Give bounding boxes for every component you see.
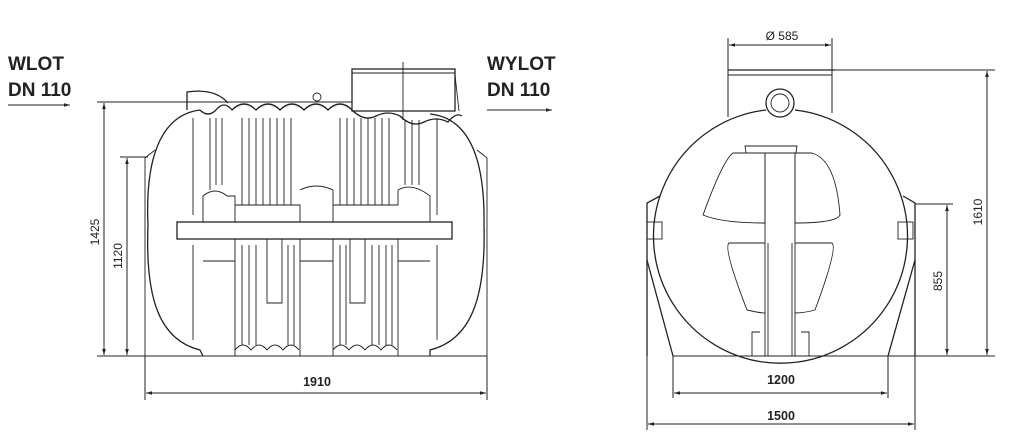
svg-text:1500: 1500 <box>767 409 795 423</box>
inlet-label: WLOT DN 110 <box>8 54 71 107</box>
svg-text:855: 855 <box>931 271 945 291</box>
svg-text:Ø 585: Ø 585 <box>766 29 799 43</box>
svg-text:DN 110: DN 110 <box>487 80 550 101</box>
svg-text:1120: 1120 <box>111 243 125 269</box>
svg-text:1610: 1610 <box>971 198 985 225</box>
svg-text:WLOT: WLOT <box>8 54 64 75</box>
front-view: Ø 585 1610 855 1200 <box>646 29 995 430</box>
side-view: 1425 1120 1910 <box>88 62 488 400</box>
svg-text:1910: 1910 <box>303 375 331 389</box>
outlet-label: WYLOT DN 110 <box>487 54 556 112</box>
svg-text:DN 110: DN 110 <box>8 80 71 101</box>
svg-text:WYLOT: WYLOT <box>487 54 556 75</box>
svg-text:1200: 1200 <box>767 373 795 387</box>
svg-text:1425: 1425 <box>88 218 102 245</box>
